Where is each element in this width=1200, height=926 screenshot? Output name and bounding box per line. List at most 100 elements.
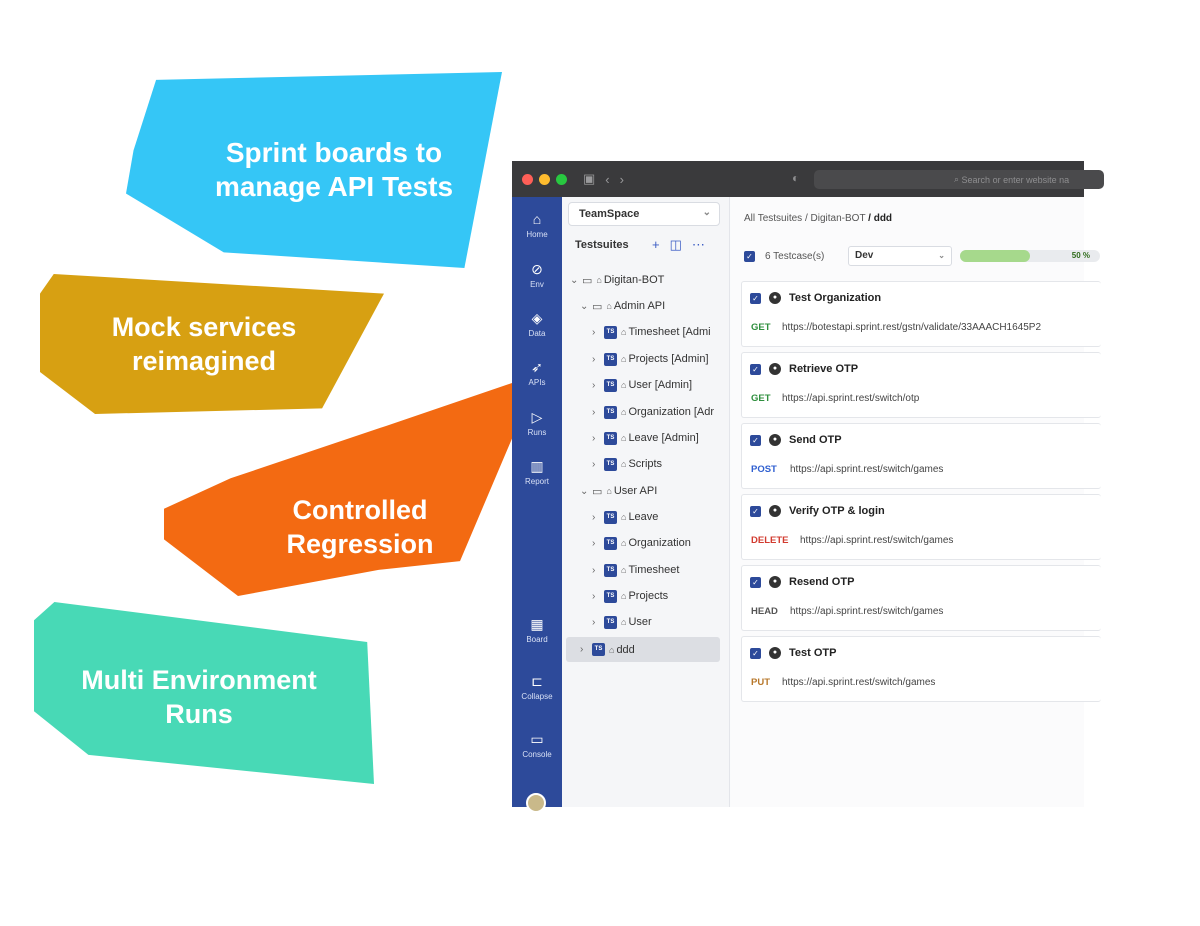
address-bar[interactable]: ⌕ Search or enter website na [814,170,1104,189]
ts-icon: TS [604,510,617,524]
tree-suite[interactable]: ›TS⌂Organization [Adr [592,401,714,423]
tree-label: Scripts [628,458,663,470]
tree-suite[interactable]: ›TS⌂Timesheet [Admi [592,321,711,343]
folder-icon: ▭ [582,274,593,287]
tree-suite[interactable]: ›TS⌂Leave [592,506,658,528]
http-method: PUT [751,677,770,688]
promo-text: Controlled [292,495,428,525]
chevron-right-icon: › [592,511,596,523]
tree-suite-selected[interactable]: ›TS⌂ddd [566,637,720,662]
chevron-right-icon: › [592,432,596,444]
workspace-label: TeamSpace [579,208,640,220]
rail-item-console[interactable]: ▭ Console [512,731,562,759]
breadcrumb: All Testsuites / Digitan-BOT / ddd [744,213,892,224]
rail-item-env[interactable]: ⊘Env [512,261,562,289]
columns-icon[interactable]: ◫ [669,237,692,252]
panel-actions: +◫⋯ [652,237,715,253]
add-icon[interactable]: + [652,237,670,252]
rail-item-board[interactable]: ▦Board [512,616,562,644]
tree-folder[interactable]: ⌄▭⌂User API [580,480,657,502]
forward-icon[interactable]: › [619,171,624,187]
panel-title: Testsuites [575,239,629,251]
testcase-checkbox[interactable]: ✓ [750,506,761,517]
avatar-icon: ● [769,434,781,446]
collapse-icon: ⊏ [531,673,543,689]
sidebar-toggle-icon[interactable]: ▣ [583,171,596,186]
rail-item-apis[interactable]: ➶APIs [512,359,562,387]
tree-suite[interactable]: ›TS⌂Projects [Admin] [592,348,709,370]
folder-icon: ▭ [592,485,603,498]
tree-suite[interactable]: ›TS⌂User [592,611,652,633]
testcase-checkbox[interactable]: ✓ [750,435,761,446]
app-window: ▣ ‹ › ◐ ⌕ Search or enter website na ⌂Ho… [512,161,1104,813]
avatar-icon: ● [769,647,781,659]
breadcrumb-root[interactable]: All Testsuites [744,213,803,224]
tree-suite[interactable]: ›TS⌂Leave [Admin] [592,427,699,449]
testcase-name: Retrieve OTP [789,363,859,375]
nav-rail: ⌂Home ⊘Env ◈Data ➶APIs ▷Runs ▥Report ▦Bo… [512,197,562,813]
lock-icon: ⌂ [621,327,627,337]
testcase-checkbox[interactable]: ✓ [750,648,761,659]
chevron-down-icon: ⌄ [702,207,711,218]
breadcrumb-parent[interactable]: Digitan-BOT [810,213,866,224]
rail-item-runs[interactable]: ▷Runs [512,409,562,437]
testcase-checkbox[interactable]: ✓ [750,577,761,588]
chevron-right-icon: › [592,616,596,628]
rail-label: Home [526,230,548,239]
tree-suite[interactable]: ›TS⌂Projects [592,585,668,607]
testcase-url: https://api.sprint.rest/switch/games [800,535,954,546]
tree-folder[interactable]: ⌄▭⌂Digitan-BOT [570,269,664,291]
rail-item-collapse[interactable]: ⊏Collapse [512,673,562,701]
workspace-select[interactable]: TeamSpace ⌄ [568,202,720,226]
tree-label: Organization [628,537,691,549]
minimize-window-button[interactable] [539,173,550,185]
tree-suite[interactable]: ›TS⌂Organization [592,532,691,554]
more-icon[interactable]: ⋯ [691,237,715,252]
chevron-right-icon: › [592,458,596,470]
rocket-icon: ➶ [531,359,543,375]
testcase-checkbox[interactable]: ✓ [750,364,761,375]
board-icon: ▦ [530,616,544,632]
chevron-down-icon: ⌄ [580,485,589,497]
rail-item-home[interactable]: ⌂Home [512,211,562,239]
tree-label: Timesheet [628,564,680,576]
rail-label: Console [522,750,552,759]
console-icon: ▭ [530,731,544,747]
lock-icon: ⌂ [621,380,627,390]
tree-label: Digitan-BOT [603,274,665,286]
tree-label: Leave [Admin] [628,432,699,444]
environment-select[interactable]: Dev⌄ [848,246,952,266]
play-icon: ▷ [531,409,543,425]
select-all-checkbox[interactable]: ✓ [744,251,755,262]
http-method: HEAD [751,606,778,617]
rail-item-report[interactable]: ▥Report [512,458,562,486]
chevron-right-icon: › [592,590,596,602]
rail-label: Report [524,477,549,486]
maximize-window-button[interactable] [556,173,567,185]
promo-text: manage API Tests [214,171,454,202]
back-icon[interactable]: ‹ [605,171,610,187]
tree-folder[interactable]: ⌄▭⌂Admin API [580,295,665,317]
progress-fill [960,250,1030,262]
lock-icon: ⌂ [621,512,627,522]
close-window-button[interactable] [522,173,533,185]
tree-label: User [628,616,652,628]
promo-text: Multi Environment [81,665,317,695]
breadcrumb-current: ddd [873,213,893,224]
tree-suite[interactable]: ›TS⌂Timesheet [592,559,679,581]
ts-icon: TS [604,536,617,550]
tree-suite[interactable]: ›TS⌂User [Admin] [592,374,692,396]
testcase-checkbox[interactable]: ✓ [750,293,761,304]
avatar[interactable] [526,793,546,813]
ts-icon: TS [604,405,617,419]
tree-suite[interactable]: ›TS⌂Scripts [592,453,662,475]
lock-icon: ⌂ [609,644,615,655]
rail-item-data[interactable]: ◈Data [512,310,562,338]
